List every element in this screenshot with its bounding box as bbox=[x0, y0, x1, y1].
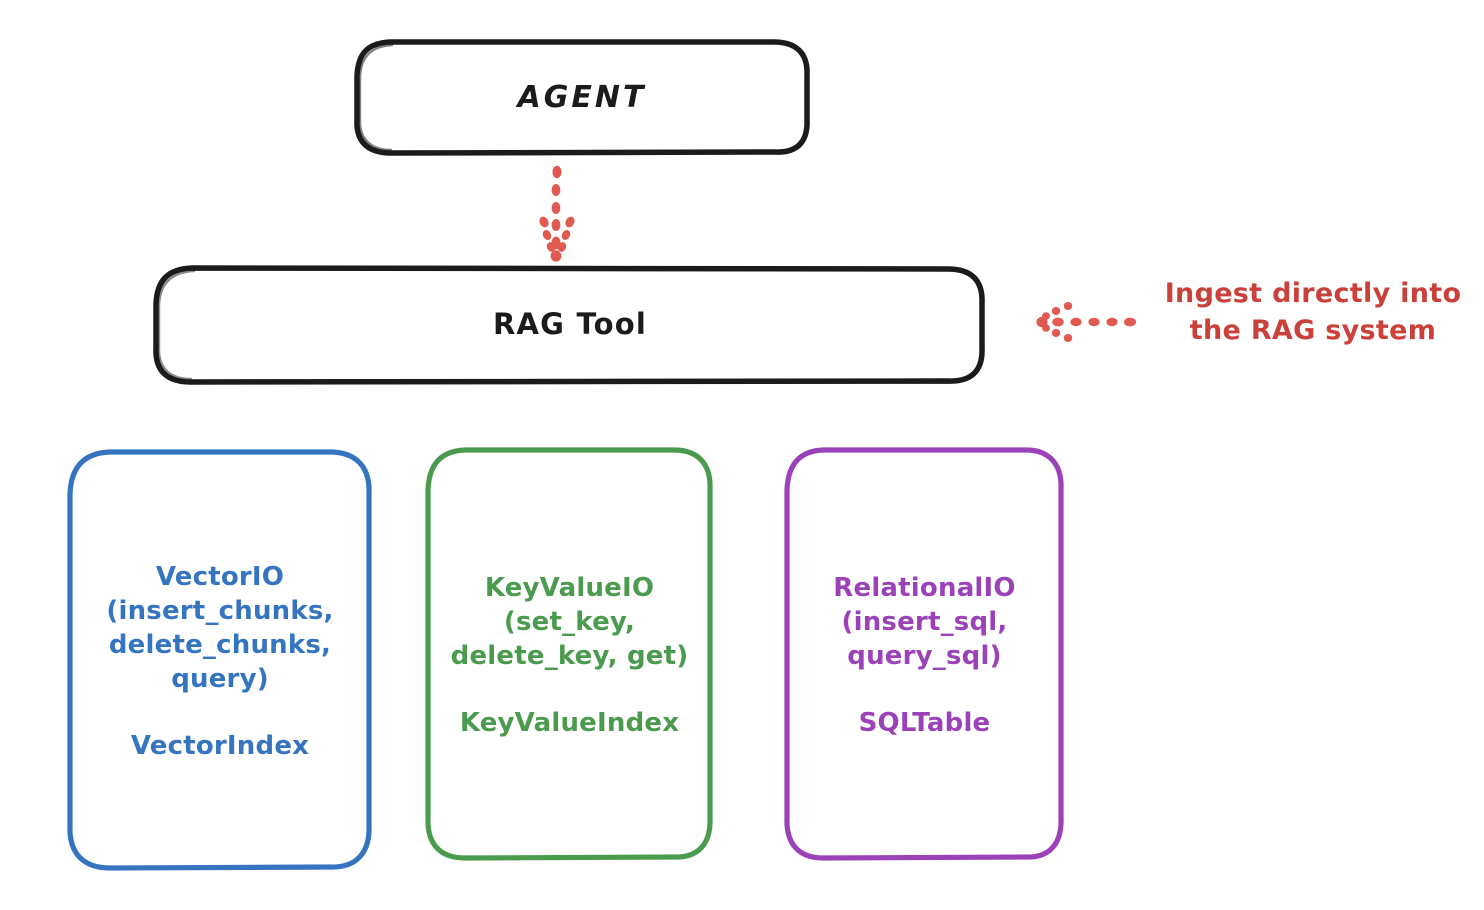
relational-io-api-label: RelationalIO (insert_sql, query_sql) bbox=[833, 573, 1016, 671]
node-vector-io[interactable]: VectorIO (insert_chunks, delete_chunks, … bbox=[70, 452, 370, 870]
dotted-arrow-down-icon bbox=[539, 165, 575, 262]
dotted-arrow-left-icon bbox=[1036, 302, 1136, 342]
node-agent[interactable]: AGENT bbox=[356, 40, 808, 156]
node-relational-io[interactable]: RelationalIO (insert_sql, query_sql) SQL… bbox=[787, 450, 1062, 860]
vector-io-resource-label: VectorIndex bbox=[130, 730, 310, 761]
agent-box-outline bbox=[354, 39, 810, 156]
vector-io-box-outline bbox=[67, 449, 372, 871]
rag-tool-box-outline bbox=[153, 265, 985, 385]
node-key-value-io[interactable]: KeyValueIO (set_key, delete_key, get) Ke… bbox=[427, 450, 712, 860]
annotation-ingest-directly: Ingest directly into the RAG system bbox=[1164, 278, 1462, 346]
node-agent-label: AGENT bbox=[517, 80, 647, 116]
key-value-io-box-outline bbox=[425, 447, 713, 861]
node-rag-tool[interactable]: RAG Tool bbox=[155, 266, 985, 384]
relational-io-resource-label: SQLTable bbox=[858, 707, 991, 738]
key-value-io-resource-label: KeyValueIndex bbox=[459, 707, 680, 738]
key-value-io-api-label: KeyValueIO (set_key, delete_key, get) bbox=[450, 573, 689, 671]
relational-io-box-outline bbox=[784, 447, 1064, 861]
vector-io-api-label: VectorIO (insert_chunks, delete_chunks, … bbox=[106, 562, 334, 694]
node-rag-tool-label: RAG Tool bbox=[493, 307, 647, 342]
